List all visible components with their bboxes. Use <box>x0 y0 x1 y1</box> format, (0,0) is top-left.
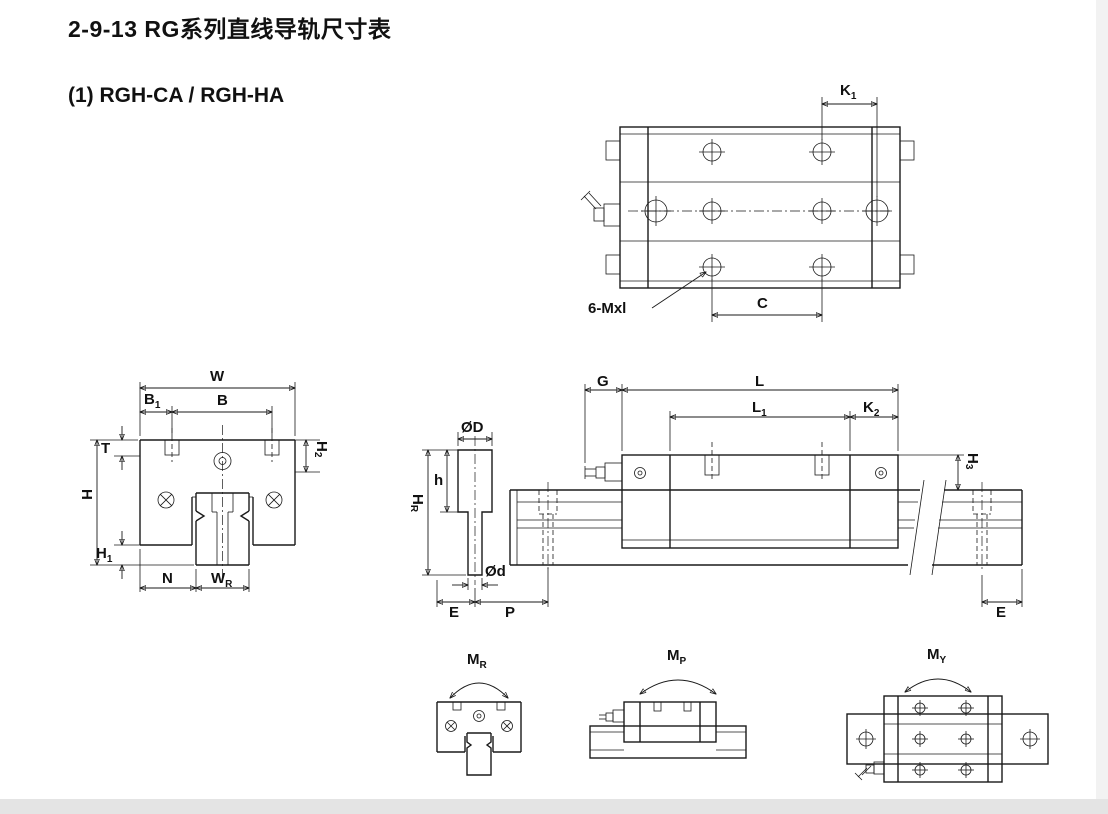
footer-bar <box>0 799 1108 814</box>
dim-label-rail-height: HR <box>408 494 426 513</box>
dim-label-b1: B1 <box>144 391 161 411</box>
dim-label-bore-dia: ØD <box>461 419 484 436</box>
dim-label-h: H <box>78 489 95 500</box>
dim-label-h1: H1 <box>96 545 113 565</box>
dim-label-p: P <box>505 604 516 621</box>
page-title: 2-9-13 RG系列直线导轨尺寸表 <box>68 16 392 42</box>
page-edge <box>1096 0 1108 799</box>
side-view-drawing <box>509 384 1023 607</box>
section-heading: (1) RGH-CA / RGH-HA <box>68 84 285 107</box>
dim-label-l1: L1 <box>752 399 767 419</box>
dim-label-hole-dia: Ød <box>485 563 506 580</box>
grease-nipple-my-view <box>854 761 885 781</box>
dim-label-e-right: E <box>996 604 1007 621</box>
dim-label-wr: WR <box>211 570 233 590</box>
dim-label-g: G <box>597 373 609 390</box>
dim-label-h2: H2 <box>312 441 330 458</box>
dim-label-h3: H3 <box>963 453 981 470</box>
dim-label-bore-depth: h <box>434 472 444 489</box>
dim-label-w: W <box>210 368 225 385</box>
moment-label-mp: MP <box>667 647 687 667</box>
moment-my-drawing <box>846 678 1049 783</box>
moment-label-my: MY <box>927 646 947 666</box>
grease-nipple-top-view <box>580 190 621 227</box>
moment-mr-drawing <box>436 682 522 776</box>
top-view-drawing <box>580 97 915 322</box>
dim-label-e-left: E <box>449 604 460 621</box>
dim-label-l: L <box>755 373 765 390</box>
dim-label-c: C <box>757 295 768 312</box>
front-view-drawing <box>90 382 320 592</box>
hole-callout: 6-Mxl <box>588 300 627 317</box>
dim-label-k2: K2 <box>863 399 880 419</box>
moment-mp-drawing <box>589 679 747 759</box>
dim-label-b: B <box>217 392 228 409</box>
dim-label-n: N <box>162 570 173 587</box>
dim-label-k1: K1 <box>840 82 857 102</box>
moment-label-mr: MR <box>467 651 487 671</box>
rail-bolt-detail-drawing <box>422 432 549 607</box>
grease-nipple-side-view <box>584 462 623 482</box>
dim-label-t: T <box>101 440 111 457</box>
